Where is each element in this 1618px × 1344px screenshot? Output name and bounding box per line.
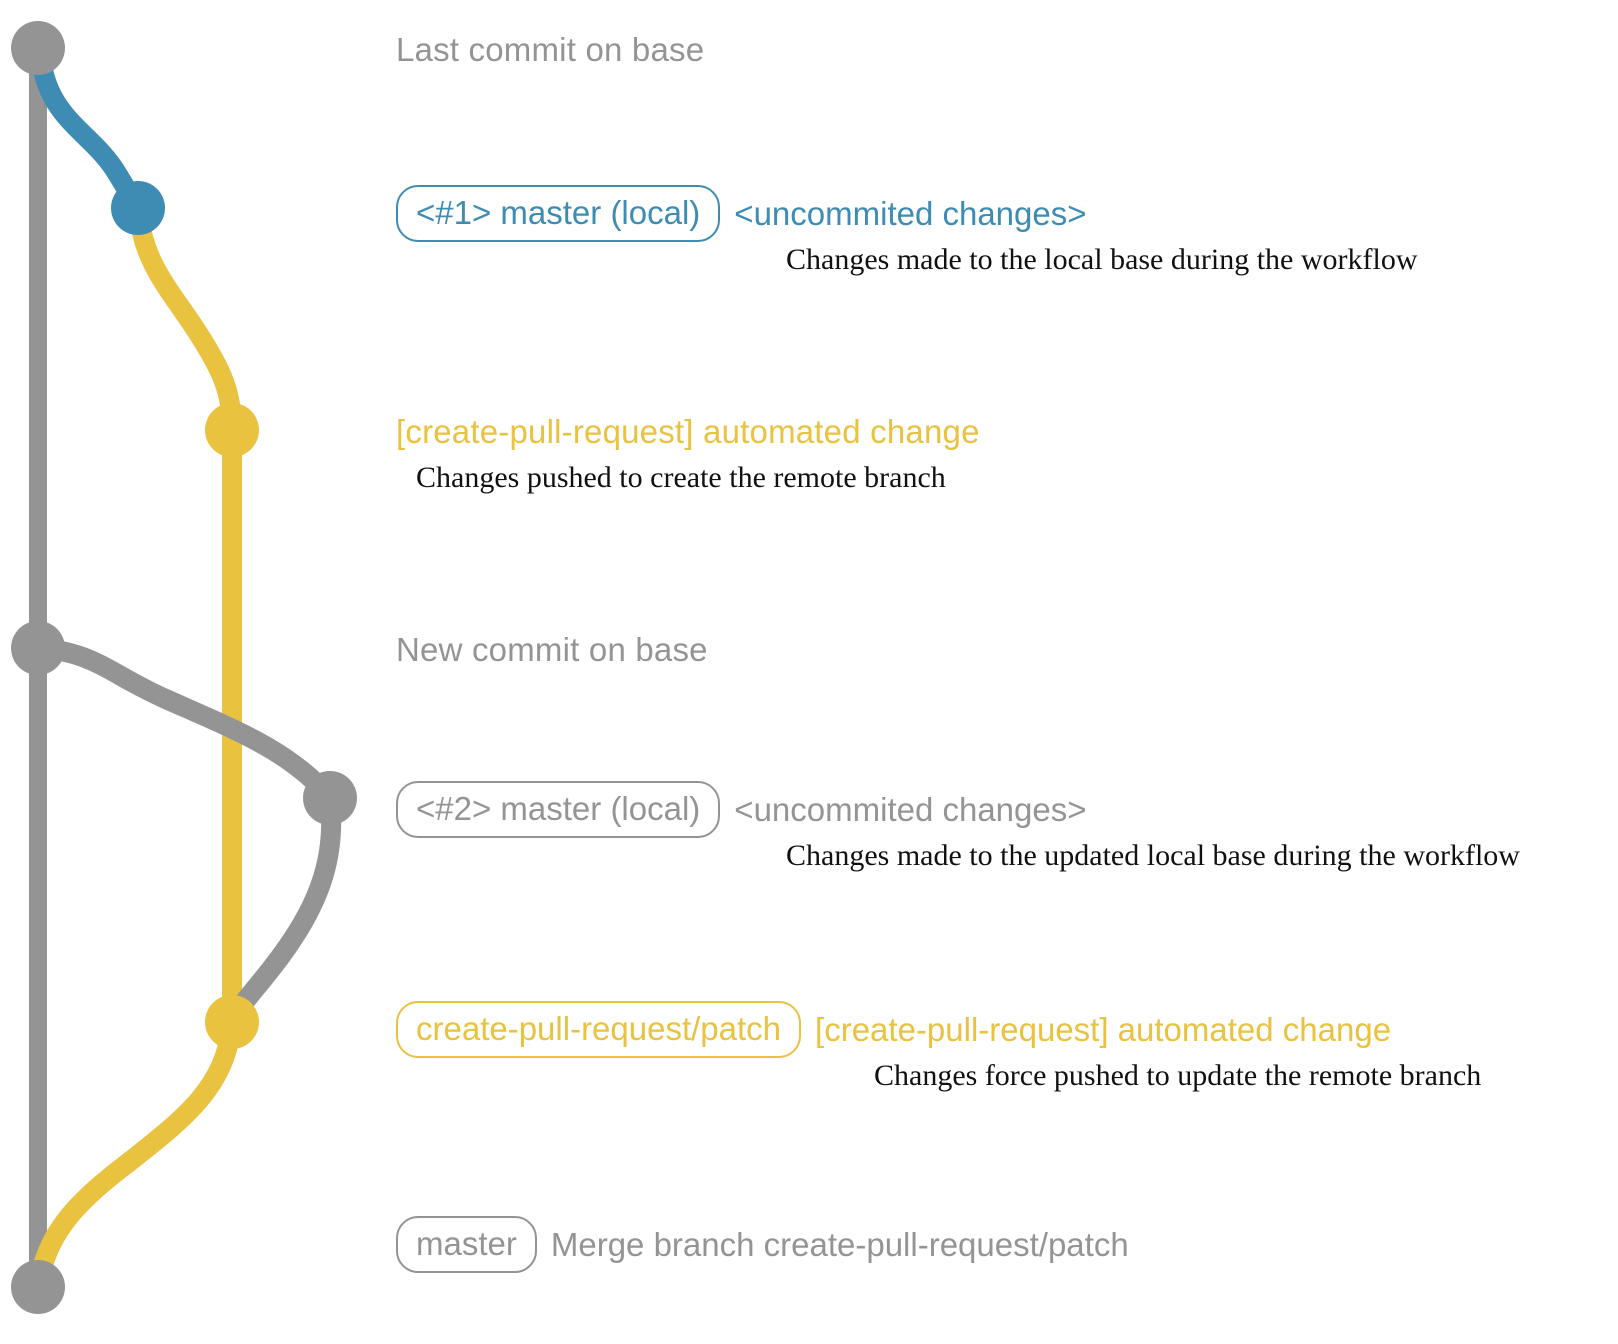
commit-subject-merge-branch: Merge branch create-pull-request/patch [550,1226,1129,1263]
row-master-local-1: <#1> master (local) <uncommited changes> [396,185,1087,242]
row-last-commit-on-base: Last commit on base [396,33,704,66]
commit-description-master-local-1: Changes made to the local base during th… [786,243,1418,276]
ref-badge-master[interactable]: master [396,1216,537,1273]
commit-subject-master-local-2: <uncommited changes> [734,791,1087,828]
commit-description-automated-change-1: Changes pushed to create the remote bran… [416,461,946,494]
commit-description-automated-change-2: Changes force pushed to update the remot… [874,1059,1482,1092]
edge-basenew-to-local2 [28,638,340,808]
commit-node-local-1[interactable] [111,181,165,235]
commit-node-local-2[interactable] [303,771,357,825]
ref-badge-master-local-2[interactable]: <#2> master (local) [396,781,721,838]
commit-node-patch-1[interactable] [205,403,259,457]
commit-description-master-local-2: Changes made to the updated local base d… [786,839,1520,872]
edge-local1-to-patch1 [128,198,242,440]
commit-subject-master-local-1: <uncommited changes> [734,195,1087,232]
commit-subject-automated-change-1: [create-pull-request] automated change [396,413,980,450]
row-master-local-2: <#2> master (local) <uncommited changes> [396,781,1087,838]
commit-node-merge[interactable] [11,1260,65,1314]
commit-subject-new-commit-on-base: New commit on base [396,631,708,668]
commit-node-patch-2[interactable] [205,995,259,1049]
commit-node-base-old[interactable] [11,21,65,75]
row-automated-change-2: create-pull-request/patch [create-pull-re… [396,1001,1391,1058]
commit-node-base-new[interactable] [11,621,65,675]
row-merge-branch: master Merge branch create-pull-request/p… [396,1216,1129,1273]
ref-badge-create-pull-request-patch[interactable]: create-pull-request/patch [396,1001,802,1058]
row-new-commit-on-base: New commit on base [396,633,708,666]
commit-subject-last-commit-on-base: Last commit on base [396,31,705,68]
edge-patch2-to-merge [28,1012,242,1297]
row-automated-change-1: [create-pull-request] automated change [396,415,980,448]
ref-badge-master-local-1[interactable]: <#1> master (local) [396,185,721,242]
commit-subject-automated-change-2: [create-pull-request] automated change [815,1011,1392,1048]
